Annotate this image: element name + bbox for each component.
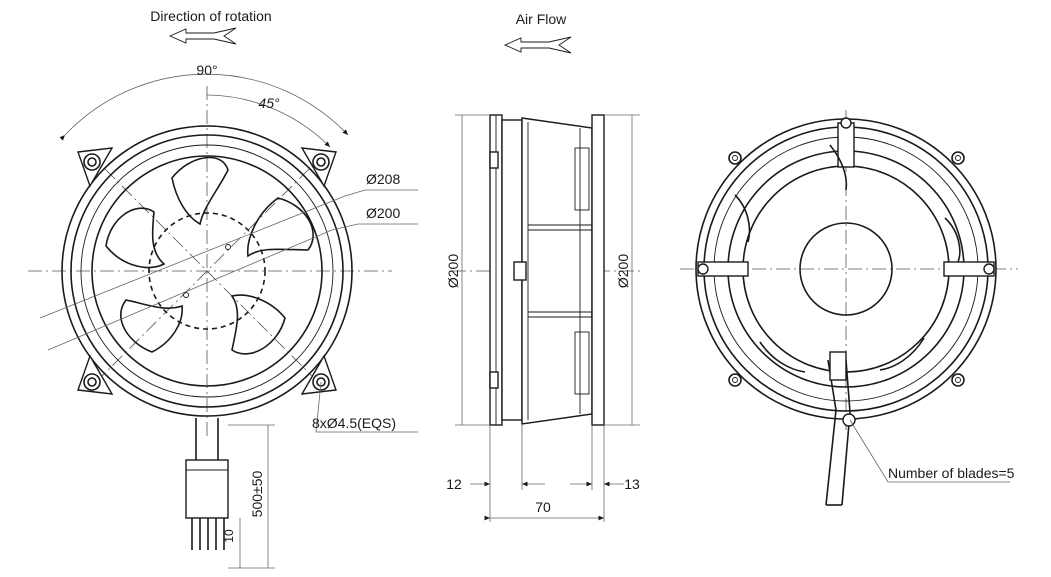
side-dia-right-label: Ø200: [615, 254, 631, 288]
rotation-arrow-icon: [168, 27, 237, 45]
dim-70-label: 70: [535, 499, 551, 515]
cable-length-label: 500±50: [249, 470, 265, 517]
dim-13-label: 13: [624, 476, 640, 492]
mount-lug-tl: [77, 147, 114, 188]
air-flow-arrow-icon: [503, 36, 572, 54]
angle-90-label: 90°: [196, 62, 217, 78]
dia-208-label: Ø208: [366, 171, 400, 187]
mount-lug-tr: [300, 147, 337, 188]
mount-lug-bl: [77, 354, 114, 395]
rear-cable: [825, 351, 856, 506]
fan-blades: [105, 156, 314, 355]
front-view: 90° 45° Ø208 Ø200 8xØ4.5(EQS) 500±50: [28, 62, 418, 569]
dia-200-label: Ø200: [366, 205, 400, 221]
power-cable: [185, 418, 229, 550]
side-dia-left-label: Ø200: [445, 254, 461, 288]
hub-outline: [148, 212, 266, 330]
lead-strip-label: 10: [222, 529, 236, 543]
mount-lug-br: [300, 354, 337, 395]
rear-hub: [799, 222, 893, 316]
blades-count-label: Number of blades=5: [888, 465, 1015, 481]
side-view: Ø200 Ø200 12 13 70: [445, 114, 640, 522]
direction-of-rotation-label: Direction of rotation: [150, 8, 271, 24]
rear-view: Number of blades=5: [680, 110, 1018, 506]
dim-12-label: 12: [446, 476, 462, 492]
air-flow-label: Air Flow: [516, 11, 567, 27]
mount-holes-label: 8xØ4.5(EQS): [312, 415, 396, 431]
angle-45-label: 45°: [258, 95, 280, 111]
